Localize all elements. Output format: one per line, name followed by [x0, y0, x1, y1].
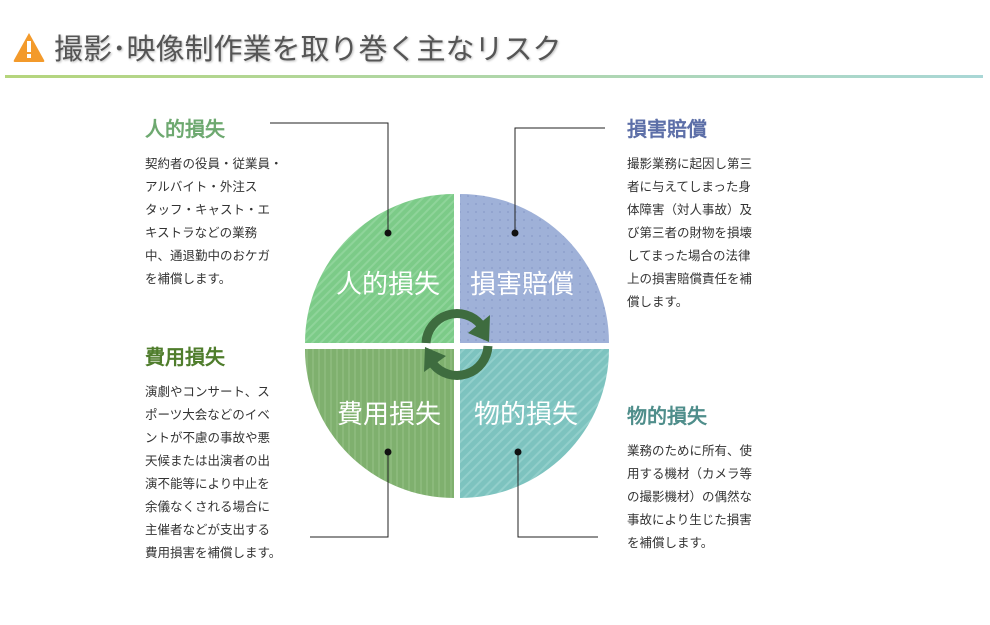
connector-lines	[270, 122, 605, 538]
risk-description: 契約者の役員・従業員・ アルバイト・外注ス タッフ・キャスト・エ キストラなどの…	[145, 156, 283, 286]
risk-property: 物的損失 業務のために所有、使 用する機材（カメラ等 の撮影機材）の偶然な 事故…	[627, 403, 787, 554]
page-title: 撮影･映像制作業を取り巻く主なリスク	[54, 32, 562, 66]
risk-title: 物的損失	[627, 404, 707, 428]
risk-title: 費用損失	[145, 345, 225, 369]
risk-expense: 費用損失 演劇やコンサート、ス ポーツ大会などのイベ ントが不慮の事故や悪 天候…	[145, 344, 305, 564]
quadrant-label-expense: 費用損失	[337, 400, 441, 430]
quadrant-liability: 損害賠償	[460, 194, 609, 343]
cycle-arrows-icon	[421, 309, 493, 380]
quadrant-property: 物的損失	[460, 349, 609, 498]
risk-title: 人的損失	[145, 117, 225, 141]
risk-liability: 損害賠償 撮影業務に起因し第三 者に与えてしまった身 体障害（対人事故）及 び第…	[627, 116, 787, 313]
risk-description: 業務のために所有、使 用する機材（カメラ等 の撮影機材）の偶然な 事故により生じ…	[627, 443, 753, 550]
quadrant-label-property: 物的損失	[474, 400, 578, 430]
connector-dots	[384, 229, 522, 456]
warning-icon	[13, 33, 45, 62]
risk-description: 撮影業務に起因し第三 者に与えてしまった身 体障害（対人事故）及 び第三者の財物…	[627, 156, 753, 309]
risk-personal: 人的損失 契約者の役員・従業員・ アルバイト・外注ス タッフ・キャスト・エ キス…	[145, 116, 305, 290]
quadrant-personal: 人的損失	[305, 194, 454, 343]
risk-description: 演劇やコンサート、ス ポーツ大会などのイベ ントが不慮の事故や悪 天候または出演…	[145, 384, 282, 560]
page-header: 撮影･映像制作業を取り巻く主なリスク	[12, 26, 562, 68]
quadrant-label-liability: 損害賠償	[470, 270, 574, 300]
quadrant-expense: 費用損失	[305, 349, 454, 498]
risk-title: 損害賠償	[627, 117, 707, 141]
title-divider	[5, 75, 983, 78]
quadrant-label-personal: 人的損失	[336, 270, 440, 300]
